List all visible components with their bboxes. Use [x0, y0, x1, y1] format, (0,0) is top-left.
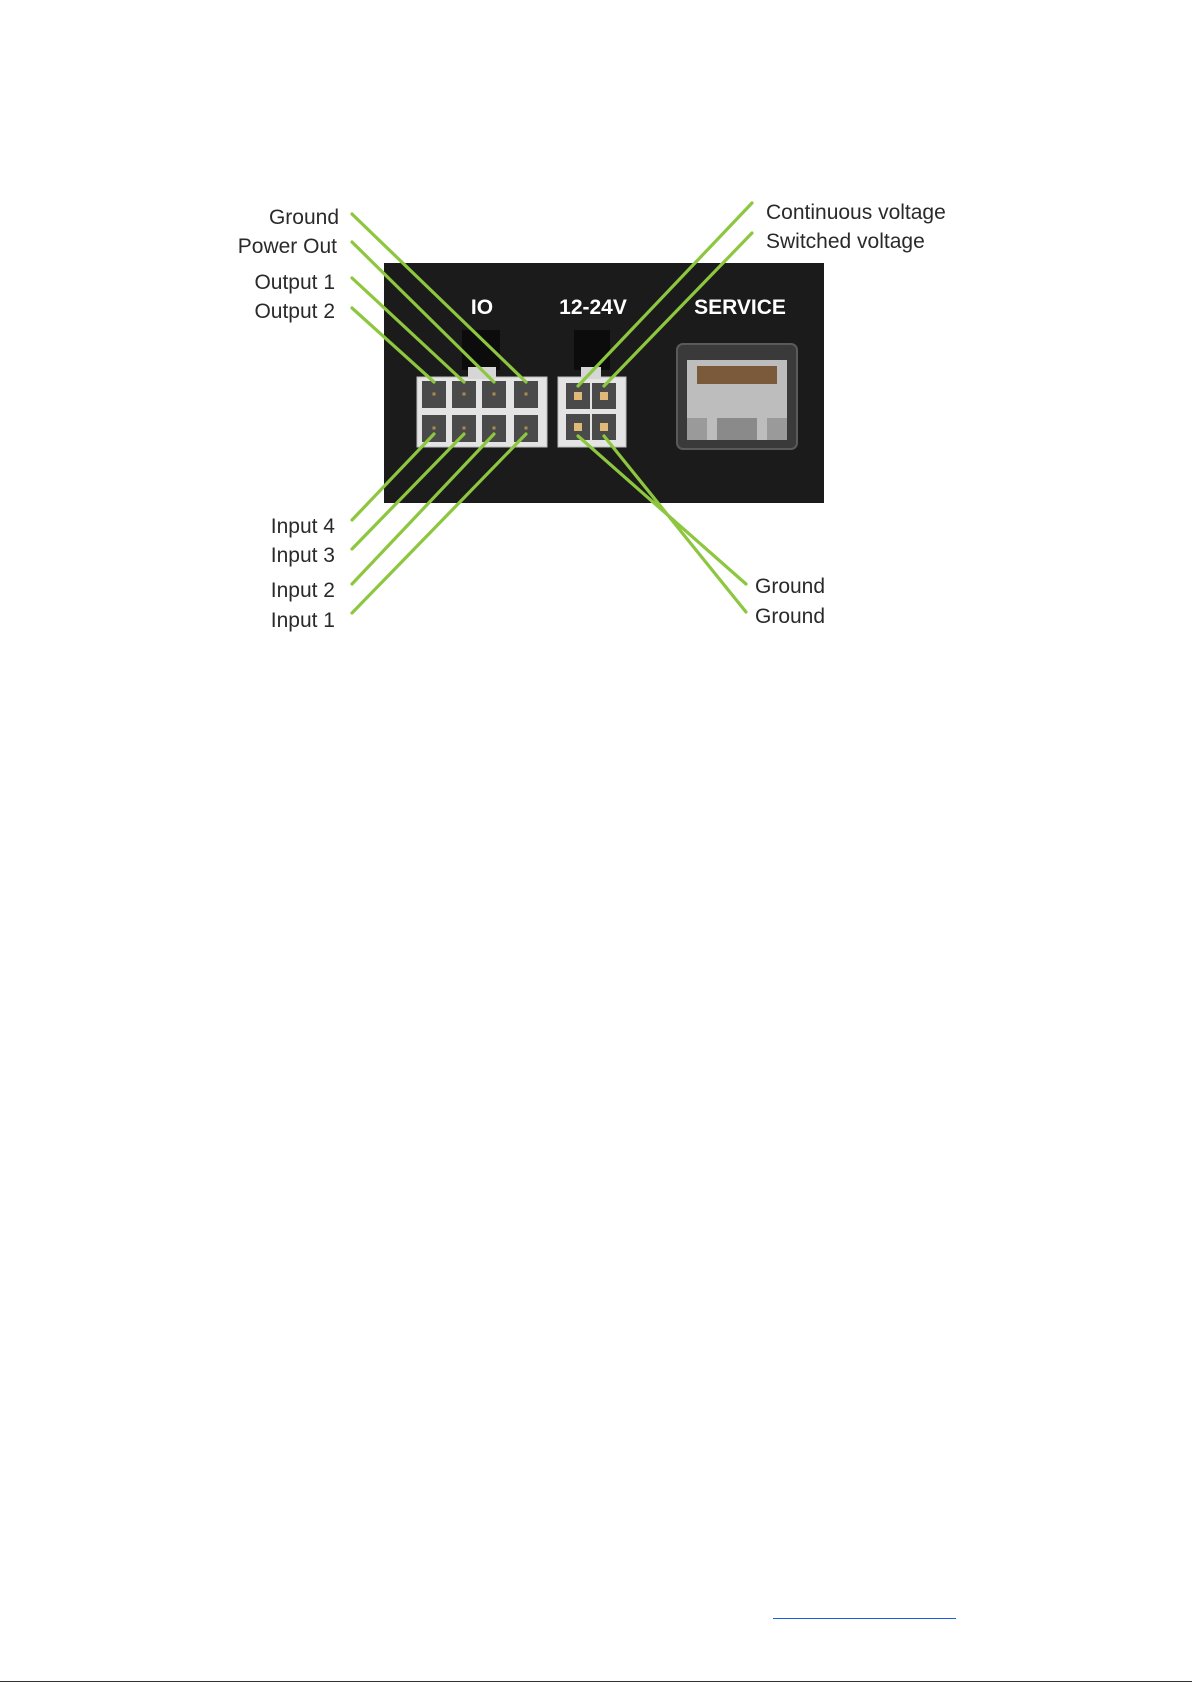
label-power-out: Power Out — [238, 235, 337, 258]
port-title-service: SERVICE — [694, 296, 786, 319]
rj45-left-ear — [687, 418, 707, 440]
label-output-2: Output 2 — [254, 300, 335, 323]
label-ground-power-1: Ground — [755, 575, 825, 598]
io-pin-contact — [493, 427, 496, 430]
power-pin-contact — [600, 392, 608, 400]
label-switched-voltage: Switched voltage — [766, 230, 925, 253]
label-output-1: Output 1 — [254, 271, 335, 294]
rj45-right-ear — [767, 418, 787, 440]
io-pin-contact — [463, 393, 466, 396]
power-pin-contact — [574, 392, 582, 400]
power-pin-contact — [574, 423, 582, 431]
power-latch-tab — [574, 330, 610, 370]
rj45-tab-slot — [717, 418, 757, 440]
page-bottom-rule — [0, 1681, 1192, 1682]
io-pin-contact — [433, 427, 436, 430]
label-input-2: Input 2 — [271, 579, 335, 602]
label-input-3: Input 3 — [271, 544, 335, 567]
io-pin-contact — [433, 393, 436, 396]
power-connector — [558, 367, 626, 447]
io-pin-contact — [463, 427, 466, 430]
label-input-1: Input 1 — [271, 609, 335, 632]
label-ground-io: Ground — [269, 206, 339, 229]
label-input-4: Input 4 — [271, 515, 336, 538]
io-pin-contact — [493, 393, 496, 396]
rj45-contacts — [697, 366, 777, 384]
power-pin-contact — [600, 423, 608, 431]
port-title-power: 12-24V — [559, 296, 627, 319]
io-pin-contact — [525, 427, 528, 430]
hyperlink-underline[interactable] — [773, 1618, 956, 1619]
label-continuous-voltage: Continuous voltage — [766, 201, 946, 224]
port-title-io: IO — [471, 296, 493, 319]
io-connector — [417, 367, 547, 447]
label-ground-power-2: Ground — [755, 605, 825, 628]
service-rj45-port — [677, 344, 797, 449]
io-pin-contact — [525, 393, 528, 396]
